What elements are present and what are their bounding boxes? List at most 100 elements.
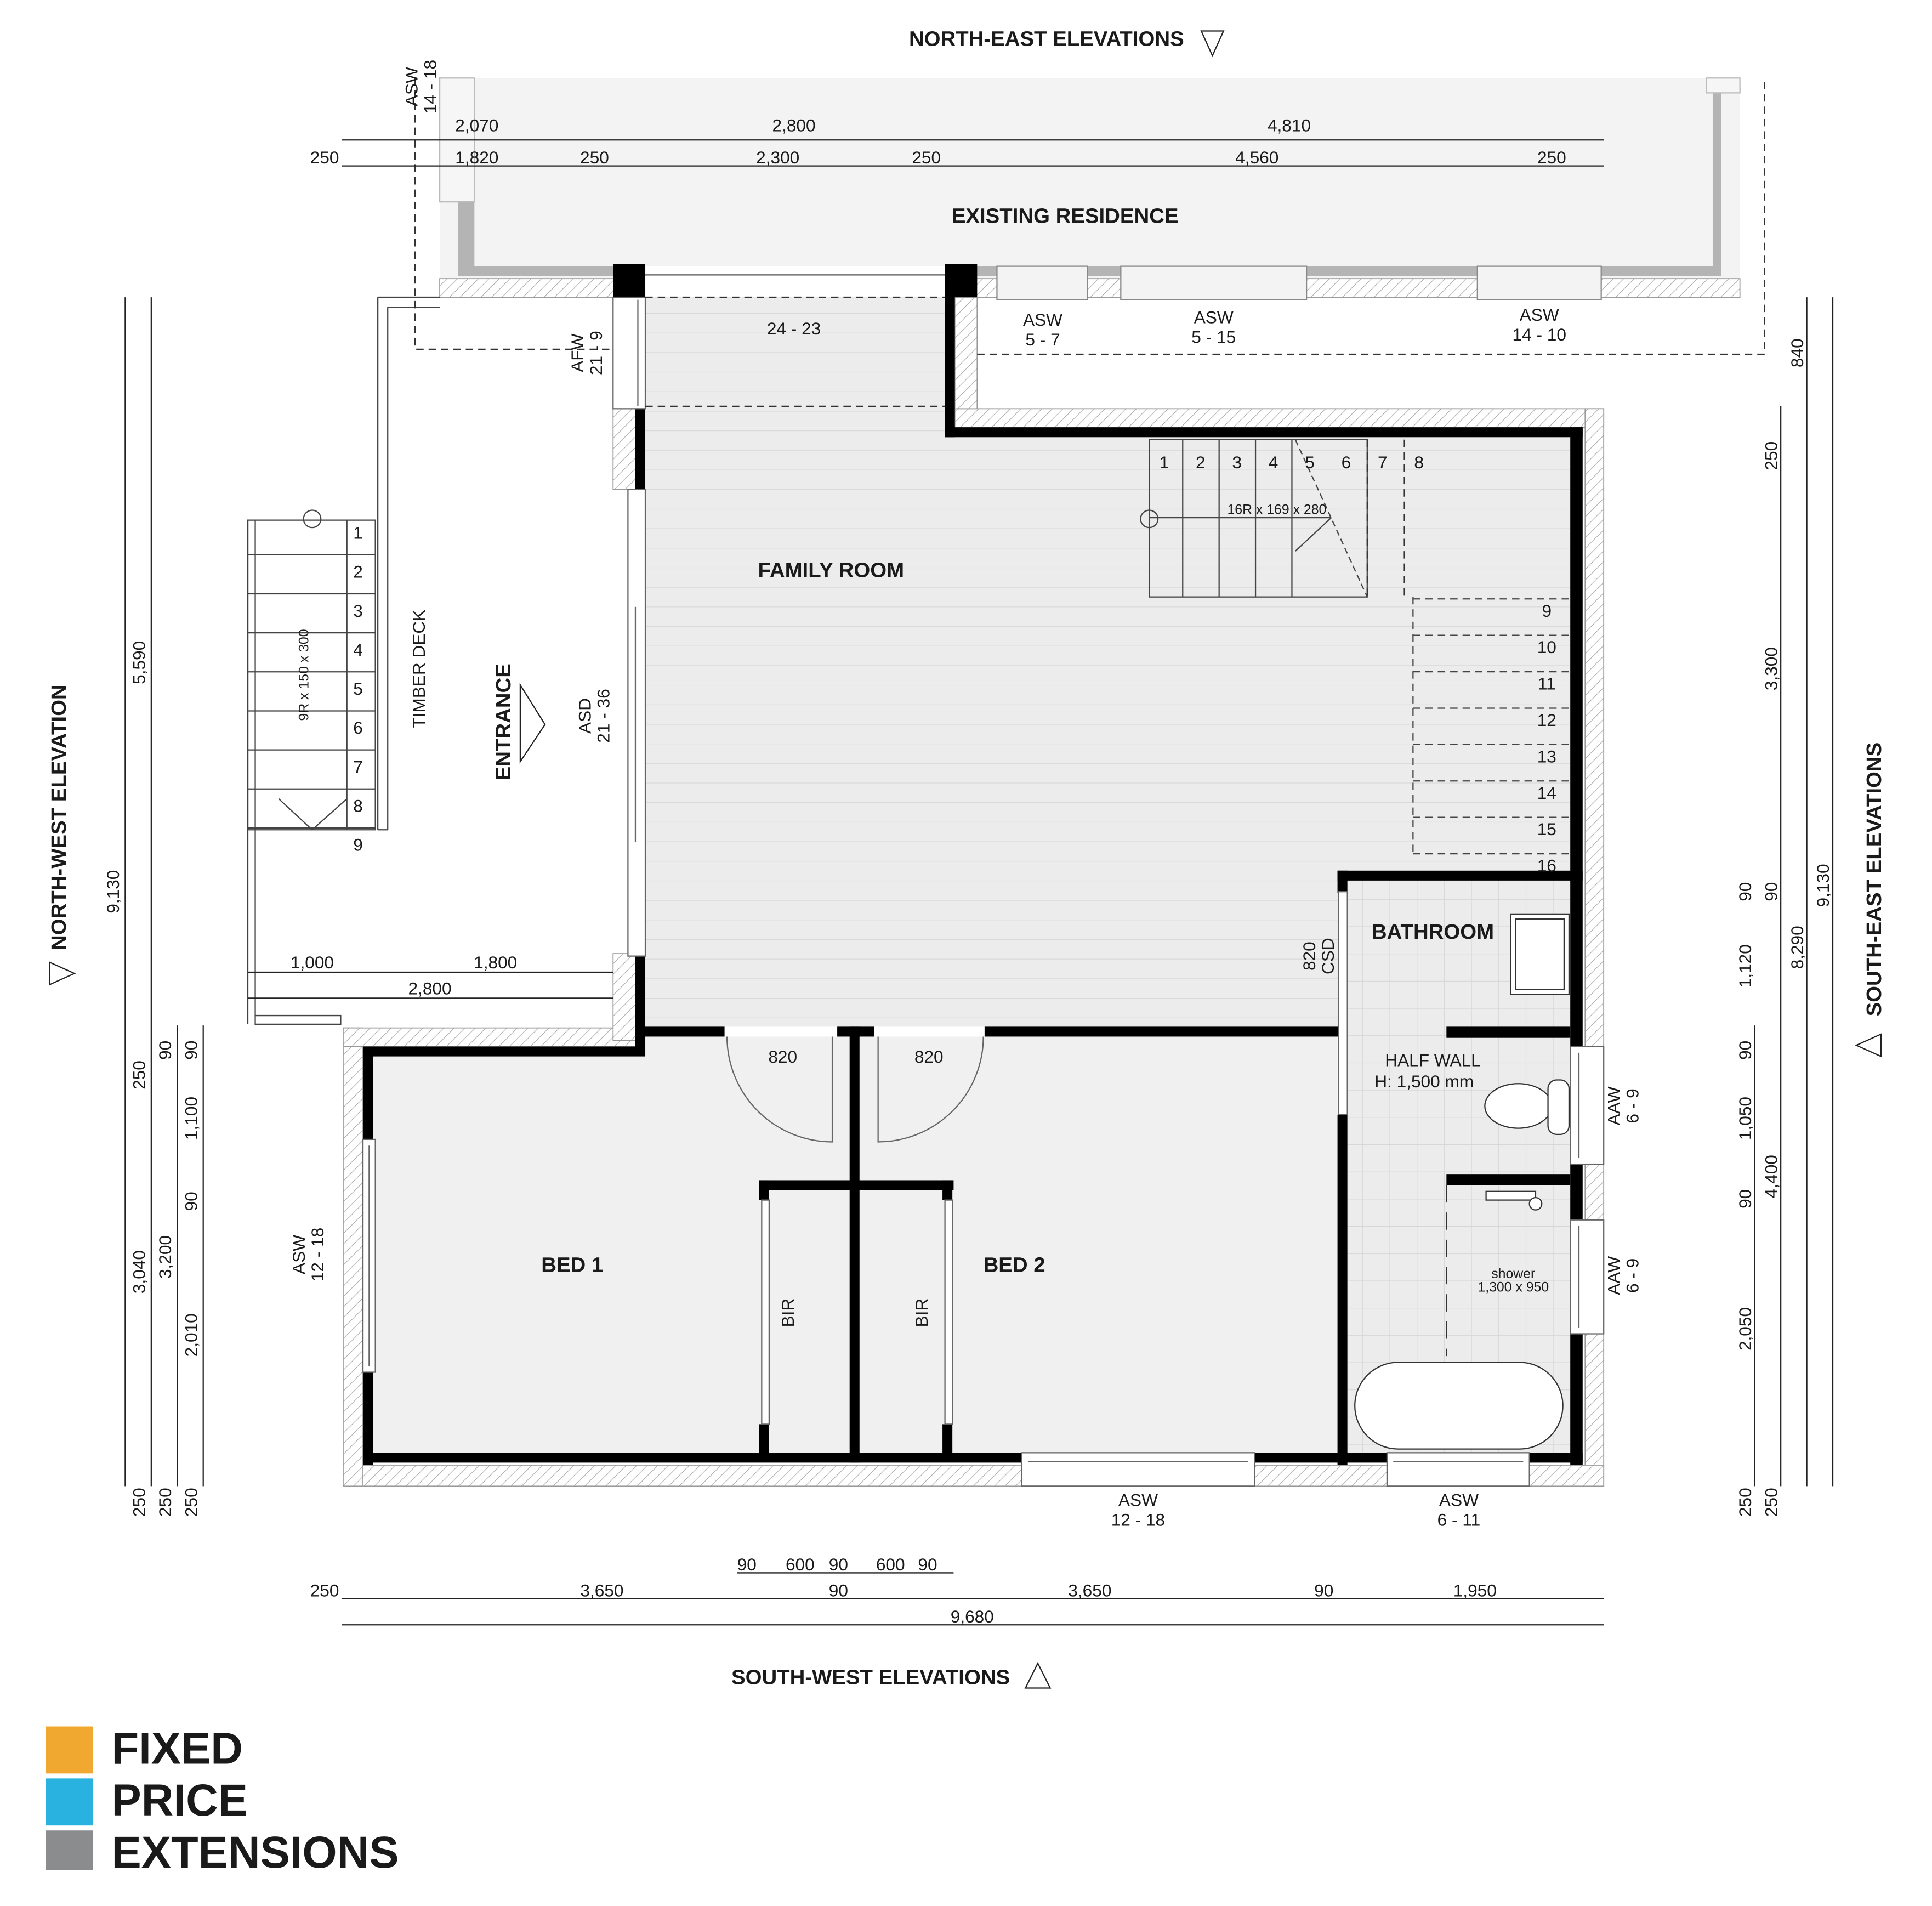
dimension-label: 90 xyxy=(918,1555,937,1574)
dimension-label: 250 xyxy=(129,1060,149,1090)
dimension-label: 90 xyxy=(1735,1189,1755,1209)
south-west-elevation-label: SOUTH-WEST ELEVATIONS xyxy=(731,1666,1010,1689)
dimension-label: 250 xyxy=(310,148,339,167)
opening-label: 21 - 9 xyxy=(586,331,606,375)
stair-step-number: 9 xyxy=(1542,601,1552,621)
opening-label: 12 - 18 xyxy=(308,1228,327,1281)
dimension-label: 1,120 xyxy=(1735,944,1755,988)
dimension-label: 600 xyxy=(786,1555,815,1574)
bir-label: BIR xyxy=(778,1298,798,1328)
opening-label: 6 - 9 xyxy=(1622,1258,1642,1293)
door-width-label: 820 xyxy=(914,1047,944,1067)
opening-label: 12 - 18 xyxy=(1111,1510,1165,1530)
dimension-label: 90 xyxy=(1735,882,1755,901)
logo-fixed: FIXED xyxy=(112,1723,243,1773)
dimension-label: 4,810 xyxy=(1268,115,1311,135)
timber-deck xyxy=(247,296,440,1025)
stair-step-number: 7 xyxy=(1378,452,1388,472)
half-wall-height-note: H: 1,500 mm xyxy=(1374,1071,1474,1091)
dimension-total-label: 9,680 xyxy=(951,1607,994,1626)
dimension-label: 600 xyxy=(876,1555,905,1574)
dimension-label: 9,130 xyxy=(103,870,123,914)
dimension-label: 3,040 xyxy=(129,1250,149,1294)
dimension-label: 90 xyxy=(829,1555,848,1574)
bathroom-fixtures xyxy=(1354,913,1570,1450)
dimension-label: 90 xyxy=(181,1041,201,1060)
openings xyxy=(362,296,1605,1487)
dimension-label: 2,300 xyxy=(756,148,799,167)
dimension-label: 250 xyxy=(912,148,941,167)
walls xyxy=(363,264,1583,1465)
overhang-lines xyxy=(414,78,1765,597)
opening-label: ASW xyxy=(1439,1490,1479,1510)
opening-label: CSD xyxy=(1318,938,1338,974)
bathtub xyxy=(1354,1362,1564,1450)
logo-price: PRICE xyxy=(112,1775,248,1825)
dimension-label: 250 xyxy=(1761,441,1781,470)
door-width-label: 820 xyxy=(768,1047,797,1067)
dimension-label: 1,800 xyxy=(474,952,517,972)
dimension-lines xyxy=(124,139,1834,1626)
stair-step-number: 3 xyxy=(1232,452,1242,472)
entrance-arrow-icon xyxy=(519,683,546,764)
deck-stair-step-number: 1 xyxy=(353,523,363,542)
triangle-right-icon xyxy=(1855,1033,1882,1058)
family-room-floor xyxy=(645,297,955,428)
opening-label: AAW xyxy=(1604,1256,1624,1295)
dimension-label: 3,300 xyxy=(1761,647,1781,690)
opening-label: 14 - 10 xyxy=(1513,325,1566,344)
dimension-label: 250 xyxy=(129,1488,149,1517)
stair-step-number: 14 xyxy=(1537,783,1556,803)
dimension-label: 90 xyxy=(1314,1580,1333,1600)
dimension-label: 250 xyxy=(1761,1488,1781,1517)
stair-step-number: 13 xyxy=(1537,746,1556,766)
dimension-label: 8,290 xyxy=(1787,926,1807,969)
dimension-label: 4,400 xyxy=(1761,1155,1781,1198)
dimension-label: 2,050 xyxy=(1735,1307,1755,1351)
dimension-label: 90 xyxy=(737,1555,757,1574)
entrance-label: ENTRANCE xyxy=(492,663,515,780)
dimension-label: 3,200 xyxy=(155,1235,175,1279)
triangle-up-icon xyxy=(1024,1661,1052,1689)
dimension-label: 250 xyxy=(1537,148,1566,167)
dimension-label: 1,100 xyxy=(181,1097,201,1140)
dimension-label: 90 xyxy=(1761,882,1781,901)
bed-1-label: BED 1 xyxy=(541,1253,603,1277)
deck-stair-step-number: 2 xyxy=(353,562,363,582)
elevation-markers xyxy=(49,30,1882,1689)
deck-stair-step-number: 4 xyxy=(353,640,363,660)
north-east-elevation-label: NORTH-EAST ELEVATIONS xyxy=(909,27,1184,51)
south-east-elevation-label: SOUTH-EAST ELEVATIONS xyxy=(1862,742,1886,1017)
opening-label: AAW xyxy=(1604,1086,1624,1125)
dimension-label: 3,650 xyxy=(580,1580,623,1600)
opening-label: 5 - 7 xyxy=(1025,330,1060,349)
opening-label: ASW xyxy=(1520,305,1559,325)
shower-note: shower xyxy=(1491,1267,1535,1281)
triangle-left-icon xyxy=(49,961,76,986)
opening-label: 6 - 11 xyxy=(1437,1510,1480,1530)
deck-stair-step-number: 6 xyxy=(353,718,363,738)
deck-stair-step-number: 5 xyxy=(353,679,363,699)
stair-step-number: 12 xyxy=(1537,710,1556,730)
dimension-label: 1,820 xyxy=(455,148,498,167)
dimension-label: 1,950 xyxy=(1453,1580,1497,1600)
deck-stair-step-number: 7 xyxy=(353,757,363,776)
stair-step-number: 2 xyxy=(1196,452,1206,472)
half-wall-note: HALF WALL xyxy=(1385,1051,1480,1070)
opening-label: ASW xyxy=(401,67,421,106)
stair-step-number: 8 xyxy=(1414,452,1424,472)
deck-stair-step-number: 9 xyxy=(353,835,363,855)
opening-label: ASW xyxy=(1023,310,1062,330)
deck-stair-step-number: 8 xyxy=(353,796,363,816)
stair-spec-note: 16R x 169 x 280 xyxy=(1227,502,1326,517)
toilet xyxy=(1484,1083,1553,1129)
timber-deck-label: TIMBER DECK xyxy=(409,610,429,728)
stair-step-number: 6 xyxy=(1342,452,1351,472)
opening-label: ASD xyxy=(575,698,595,734)
family-room-label: FAMILY ROOM xyxy=(758,559,905,582)
opening-label: ASW xyxy=(289,1235,309,1274)
dimension-label: 250 xyxy=(155,1488,175,1517)
shower-size-note: 1,300 x 950 xyxy=(1478,1280,1549,1295)
dimension-label: 4,560 xyxy=(1235,148,1278,167)
